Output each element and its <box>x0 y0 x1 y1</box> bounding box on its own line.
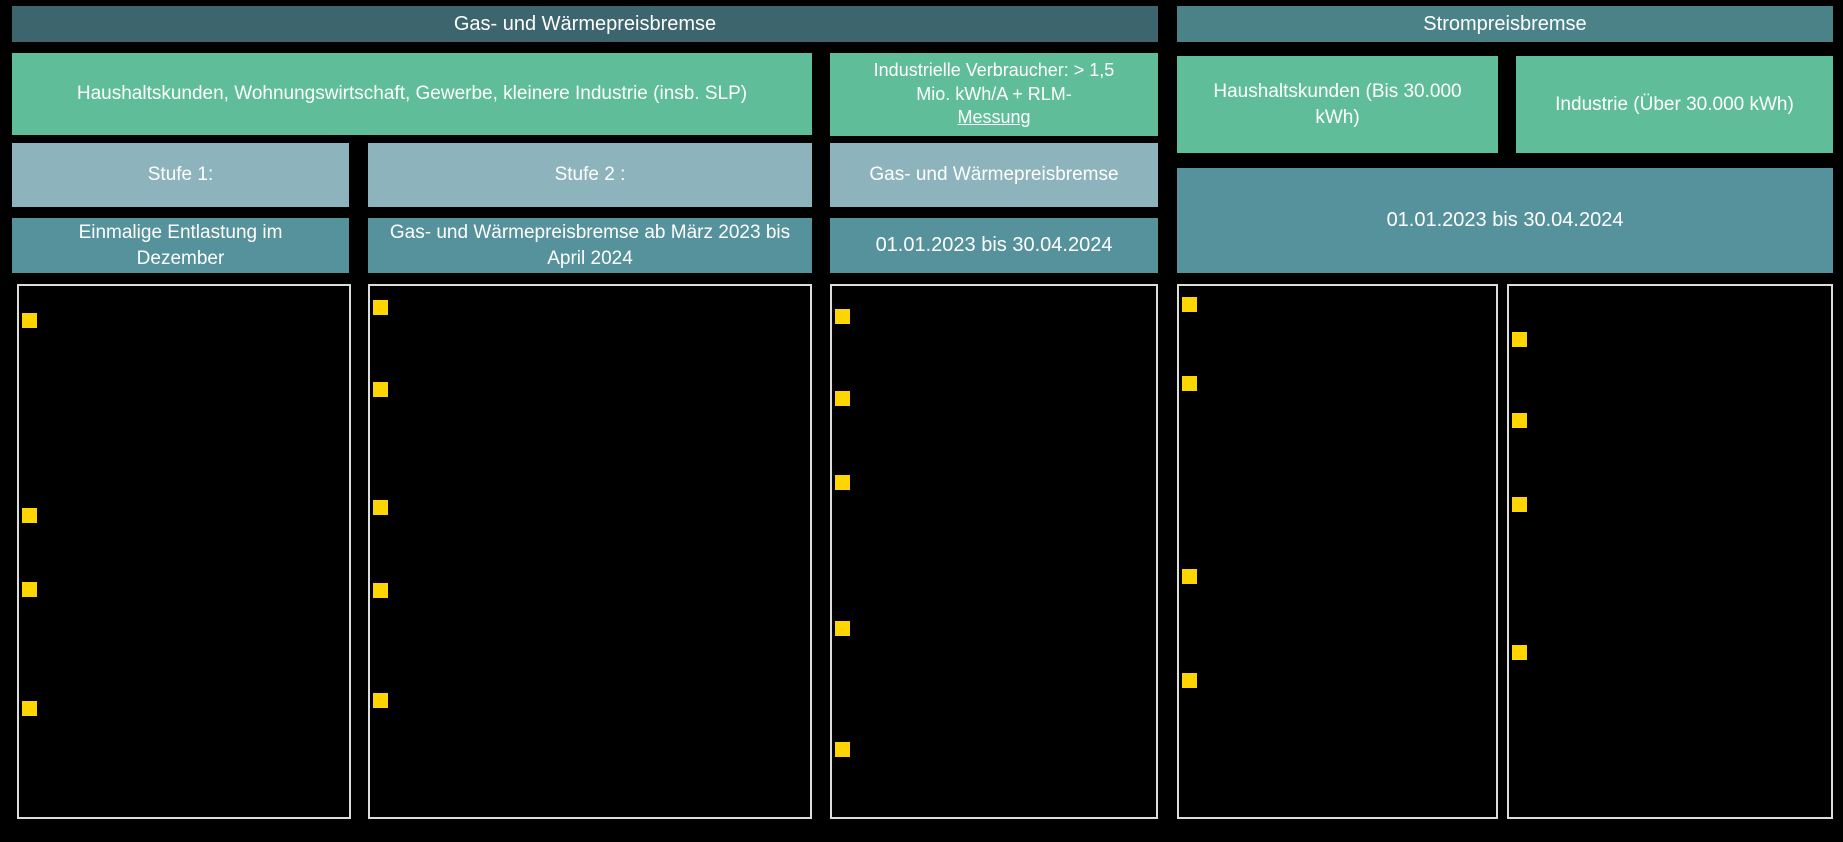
bullet-marker <box>22 313 37 328</box>
box-stage1-period: Einmalige Entlastung im Dezember <box>12 218 349 273</box>
header-electricity-price-brake: Strompreisbremse <box>1177 6 1833 42</box>
content-box-stage1 <box>17 284 351 819</box>
bullet-marker <box>835 475 850 490</box>
bullet-marker <box>22 582 37 597</box>
industrial-consumers-text: Industrielle Verbraucher: > 1,5 Mio. kWh… <box>873 59 1115 104</box>
box-stage-1: Stufe 1: <box>12 143 349 207</box>
bullet-marker <box>373 300 388 315</box>
bullet-marker <box>1182 297 1197 312</box>
bullet-marker <box>1182 376 1197 391</box>
bullet-marker <box>373 693 388 708</box>
bullet-marker <box>22 701 37 716</box>
content-box-power-households <box>1177 284 1498 819</box>
bullet-marker <box>835 621 850 636</box>
content-box-stage2 <box>368 284 812 819</box>
bullet-marker <box>1182 673 1197 688</box>
bullet-marker <box>1512 413 1527 428</box>
box-gas-heat-brake-label: Gas- und Wärmepreisbremse <box>830 143 1158 207</box>
box-industrial-period: 01.01.2023 bis 30.04.2024 <box>830 218 1158 273</box>
industrial-consumers-underlined-text: Messung <box>957 107 1031 128</box>
content-box-industrial <box>830 284 1158 819</box>
bullet-marker <box>1512 332 1527 347</box>
box-industrial-consumers: Industrielle Verbraucher: > 1,5 Mio. kWh… <box>830 53 1158 136</box>
bullet-marker <box>835 742 850 757</box>
header-gas-heat-price-brake: Gas- und Wärmepreisbremse <box>12 6 1158 42</box>
bullet-marker <box>373 382 388 397</box>
box-household-customers: Haushaltskunden, Wohnungswirtschaft, Gew… <box>12 53 812 135</box>
bullet-marker <box>373 500 388 515</box>
box-stage-2: Stufe 2 : <box>368 143 812 207</box>
bullet-marker <box>373 583 388 598</box>
bullet-marker <box>835 309 850 324</box>
bullet-marker <box>22 508 37 523</box>
content-box-power-industry <box>1507 284 1833 819</box>
box-power-period: 01.01.2023 bis 30.04.2024 <box>1177 168 1833 273</box>
bullet-marker <box>1182 569 1197 584</box>
box-stage2-period: Gas- und Wärmepreisbremse ab März 2023 b… <box>368 218 812 273</box>
bullet-marker <box>835 391 850 406</box>
bullet-marker <box>1512 497 1527 512</box>
box-power-households: Haushaltskunden (Bis 30.000 kWh) <box>1177 56 1498 153</box>
box-power-industry: Industrie (Über 30.000 kWh) <box>1516 56 1833 153</box>
bullet-marker <box>1512 645 1527 660</box>
